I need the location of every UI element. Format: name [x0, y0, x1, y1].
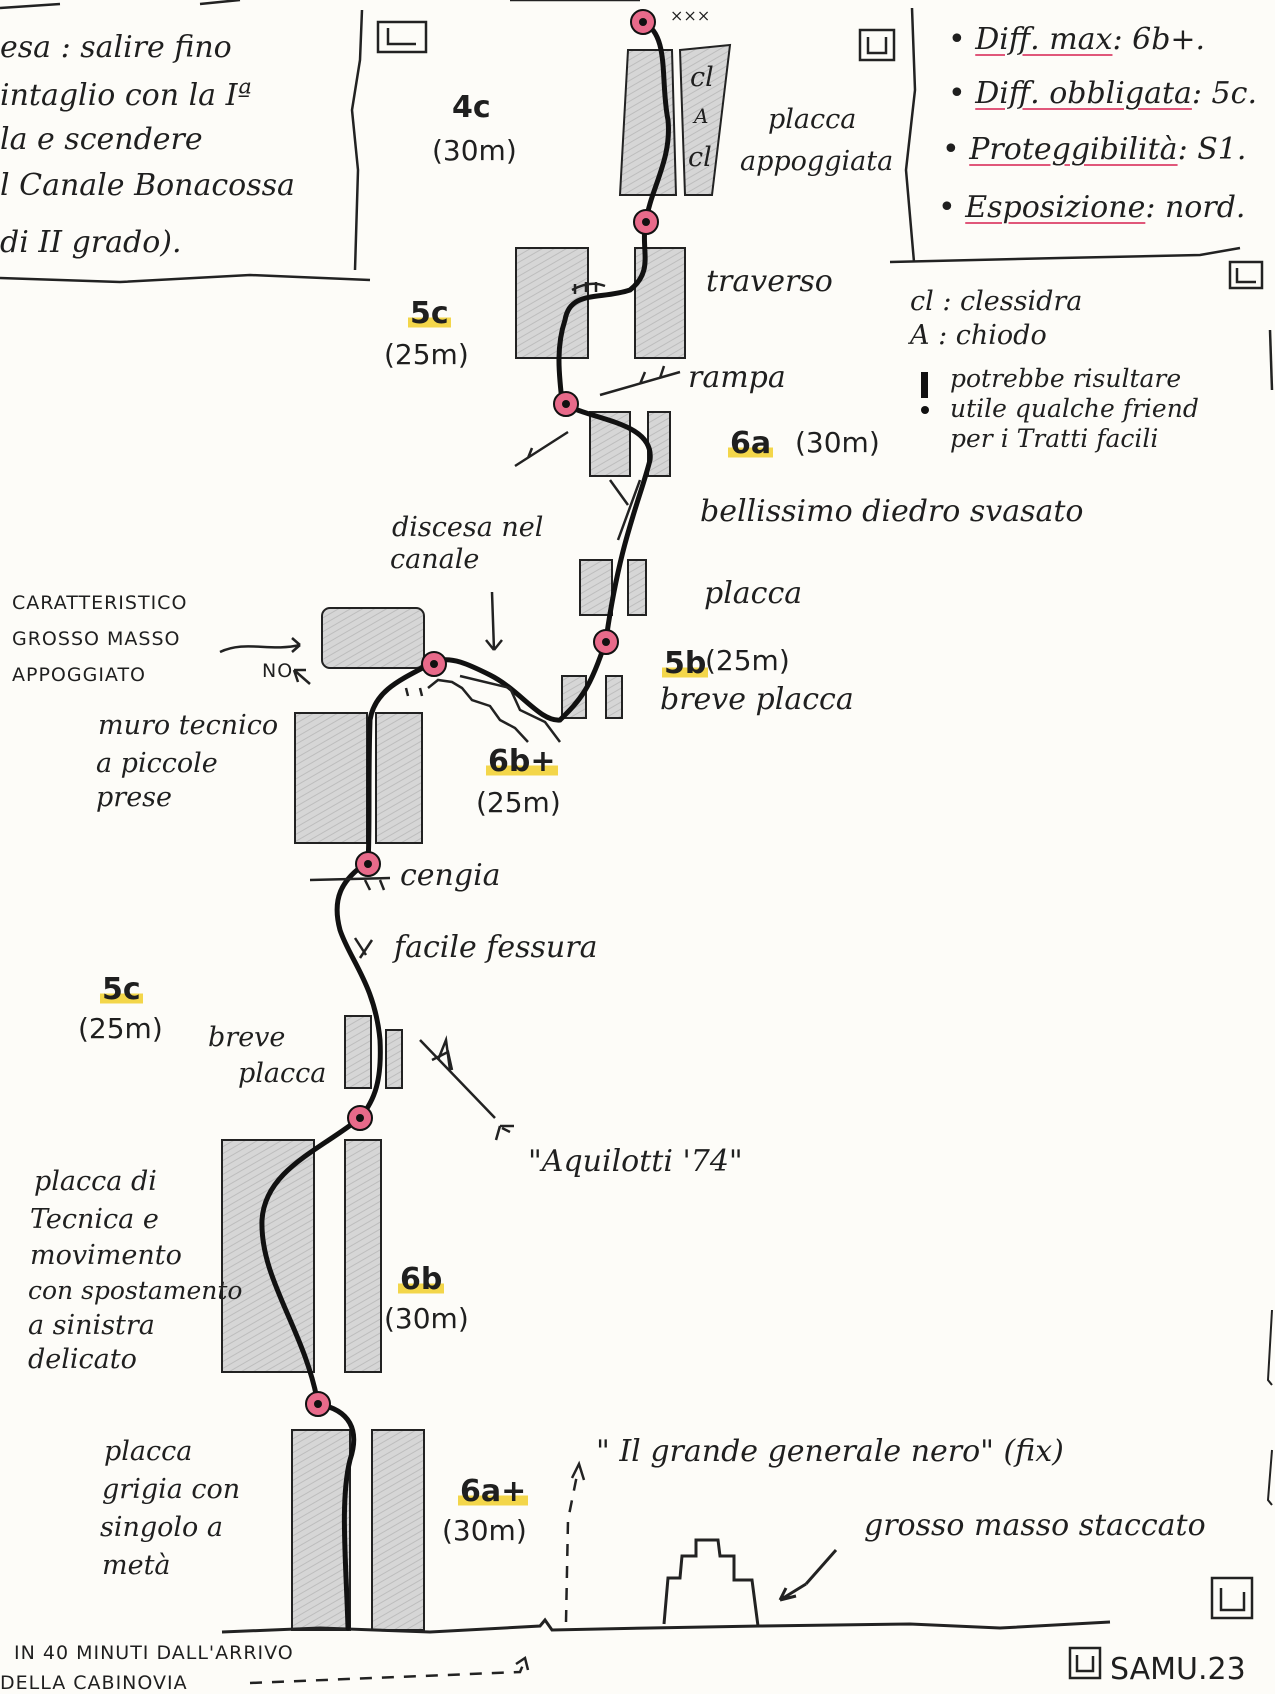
- pitch-length: (25m): [78, 1012, 163, 1045]
- placca-tecnica-label: con spostamento: [28, 1276, 243, 1305]
- pitch-grade: 6b: [398, 1262, 445, 1297]
- cengia-label: cengia: [400, 858, 501, 893]
- placca-appoggiata-label: appoggiata: [740, 146, 894, 177]
- placca-grigia-label: placca: [104, 1436, 193, 1467]
- descent-line-1: esa : salire fino: [0, 30, 232, 65]
- approach-arrows: [249, 1469, 580, 1685]
- placca-label: placca: [704, 576, 803, 611]
- placca-tecnica-label: placca di: [34, 1166, 157, 1197]
- pitch-grade: 5c: [408, 296, 451, 331]
- placca-tecnica-label: delicato: [28, 1344, 137, 1375]
- route-marks: [219, 282, 681, 1141]
- pitch-length: (30m): [795, 426, 880, 459]
- descent-line-3: la e scendere: [0, 122, 203, 157]
- protection-cl: cl: [690, 62, 714, 93]
- placca-grigia-label: grigia con: [102, 1474, 241, 1505]
- masso-label: CARATTERISTICO: [12, 592, 188, 614]
- warning-icon: [921, 372, 929, 414]
- book-icon: [376, 20, 1264, 1680]
- descent-note-frame: [0, 0, 640, 284]
- legend-clessidra: cl : clessidra: [910, 286, 1083, 317]
- masso-staccato-label: grosso masso staccato: [864, 1508, 1206, 1543]
- info-diff-obbligata: • Diff. obbligata: 5c.: [948, 76, 1257, 111]
- pitch-length: (30m): [384, 1302, 469, 1335]
- no-label: NO: [262, 660, 294, 682]
- discesa-label: discesa nel: [392, 512, 544, 543]
- rampa-label: rampa: [688, 360, 786, 395]
- pitch-grade: 6a: [728, 426, 774, 461]
- descent-line-4: l Canale Bonacossa: [0, 168, 295, 203]
- pitch-length: (25m): [476, 786, 561, 819]
- info-esposizione: • Esposizione: nord.: [938, 190, 1246, 225]
- pitch-grade: 6b+: [486, 744, 558, 779]
- placca-tecnica-label: Tecnica e: [30, 1204, 159, 1235]
- breve-placca-label: placca: [238, 1058, 327, 1089]
- legend-warn-2: utile qualche friend: [950, 394, 1199, 423]
- masso-label: APPOGGIATO: [12, 664, 147, 686]
- pitch-length: (30m): [442, 1514, 527, 1547]
- generale-nero-label: " Il grande generale nero" (fix): [596, 1434, 1064, 1469]
- placca-appoggiata-label: placca: [768, 104, 857, 135]
- diedro-label: bellissimo diedro svasato: [700, 494, 1084, 529]
- pitch-length: (25m): [384, 338, 469, 371]
- muro-label: muro tecnico: [98, 710, 279, 741]
- info-diff-max: • Diff. max: 6b+.: [948, 22, 1206, 57]
- pitch-grade: 4c: [452, 90, 491, 125]
- discesa-label: canale: [390, 544, 480, 575]
- muro-label: prese: [96, 782, 173, 813]
- info-protezione: • Proteggibilità: S1.: [942, 132, 1247, 167]
- placca-tecnica-label: movimento: [30, 1240, 182, 1271]
- author-signature: SAMU.23: [1110, 1652, 1246, 1687]
- rock-slabs: [221, 43, 732, 1631]
- descent-line-5: di II grado).: [0, 225, 182, 260]
- protection-cl: cl: [688, 142, 712, 173]
- xxx-mark: ×××: [670, 6, 711, 25]
- placca-grigia-label: metà: [102, 1550, 171, 1581]
- detached-boulder: [662, 1538, 760, 1627]
- approach-label: IN 40 MINUTI DALL'ARRIVO: [14, 1642, 294, 1664]
- pitch-grade: 6a+: [458, 1474, 529, 1509]
- legend-warn-1: potrebbe risultare: [950, 364, 1182, 393]
- aquilotti-label: "Aquilotti '74": [528, 1144, 743, 1179]
- pitch-grade: 5b: [662, 646, 709, 681]
- traverso-label: traverso: [706, 264, 833, 299]
- pitch-length: (25m): [705, 644, 790, 677]
- page-edge-marks: [1266, 1309, 1273, 1506]
- masso-label: GROSSO MASSO: [12, 628, 181, 650]
- ground-line: [221, 1538, 1111, 1634]
- arrow-heads: [515, 1460, 586, 1671]
- placca-grigia-label: singolo a: [100, 1512, 223, 1543]
- legend-warn-3: per i Tratti facili: [950, 424, 1159, 453]
- info-frame: [889, 7, 1274, 391]
- breve-placca-label: breve: [208, 1022, 286, 1053]
- pitch-length: (30m): [432, 134, 517, 167]
- approach-label: DELLA CABINOVIA: [0, 1672, 188, 1694]
- protection-a: A: [694, 104, 709, 128]
- pitch-grade: 5c: [100, 972, 143, 1007]
- placca-tecnica-label: a sinistra: [28, 1310, 155, 1341]
- breve-placca-label: breve placca: [660, 682, 854, 717]
- belay-stations: [305, 9, 659, 1417]
- descent-line-2: intaglio con la Iª: [0, 78, 252, 113]
- legend-chiodo: A : chiodo: [910, 320, 1047, 351]
- muro-label: a piccole: [96, 748, 218, 779]
- facile-fessura-label: facile fessura: [394, 930, 598, 965]
